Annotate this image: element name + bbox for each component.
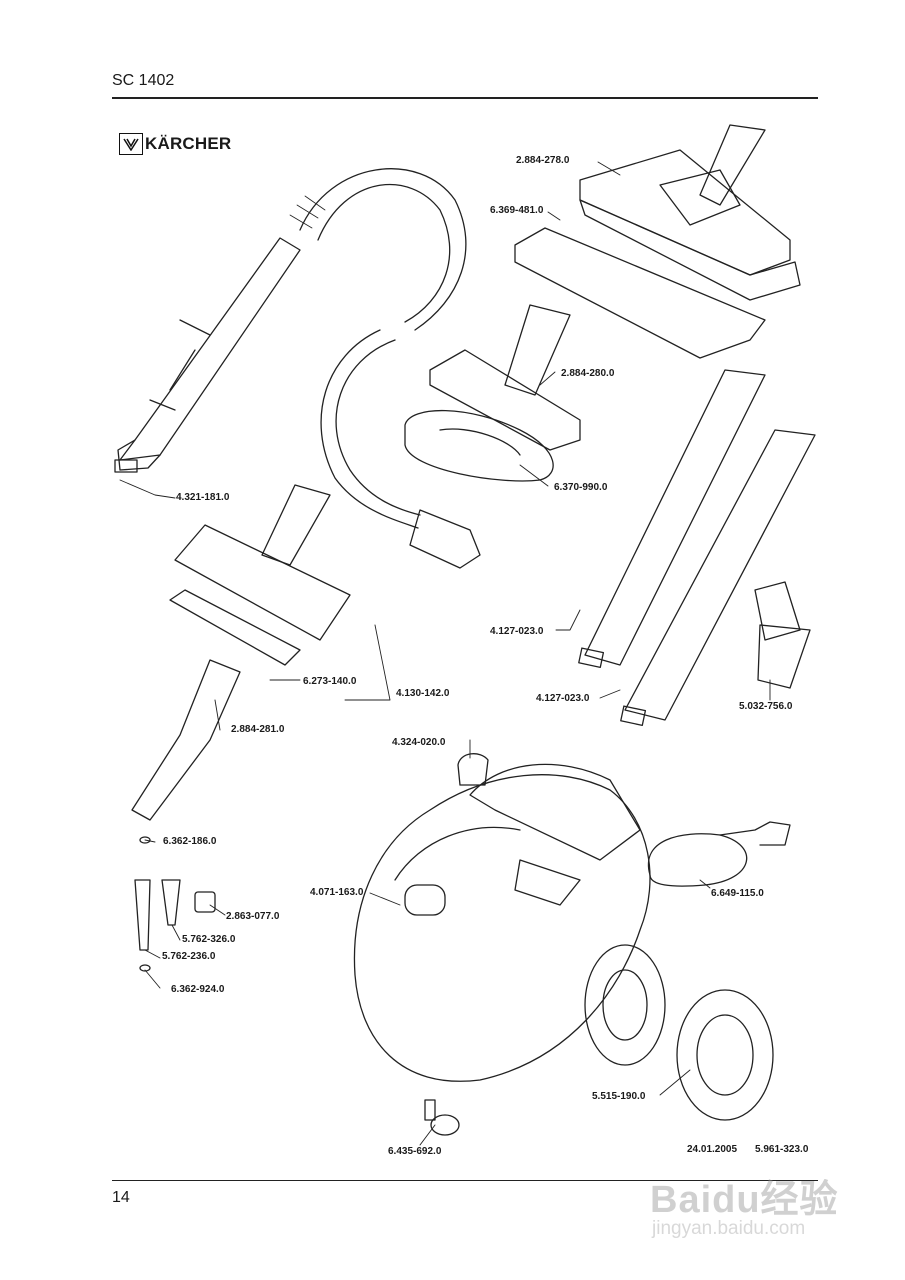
part-number-label: 5.032-756.0 [739,701,793,712]
part-number-label: 5.762-326.0 [182,934,236,945]
part-number-label: 6.435-692.0 [388,1146,442,1157]
castor-wheel [424,1099,460,1136]
steam-cleaner-body [353,763,651,1082]
part-number-label: 4.071-163.0 [310,887,364,898]
floor-cloth [514,227,766,359]
part-number-label: 2.884-278.0 [516,155,570,166]
part-number-label: 4.127-023.0 [536,693,590,704]
terry-cover [404,409,554,482]
steam-hose [289,168,481,569]
window-nozzle [169,484,351,666]
part-number-label: 5.762-236.0 [162,951,216,962]
part-number-label: 6.273-140.0 [303,676,357,687]
floor-nozzle [579,124,801,301]
page-number: 14 [112,1189,130,1206]
part-number-label: 4.127-023.0 [490,626,544,637]
part-number-label: 6.370-990.0 [554,482,608,493]
brand-logo: KÄRCHER [119,133,232,155]
hand-nozzle [429,304,581,451]
part-number-label: 5.515-190.0 [592,1091,646,1102]
footer-doc-number: 5.961-323.0 [755,1144,809,1155]
part-number-label: 2.884-281.0 [231,724,285,735]
power-cable [647,821,791,887]
part-number-label: 6.649-115.0 [711,888,764,899]
part-number-label: 4.324-020.0 [392,737,446,748]
steam-gun-handle [114,237,301,473]
model-title: SC 1402 [112,72,175,89]
safety-cap [457,753,489,786]
tube-bracket [754,581,811,689]
watermark-url: jingyan.baidu.com [652,1218,806,1239]
karcher-logo-icon [119,133,143,155]
part-number-label: 6.362-924.0 [171,984,225,995]
part-number-label: 4.321-181.0 [176,492,230,503]
watermark-brand: Baidu经验 [650,1179,839,1221]
round-brushes [134,836,216,972]
header-rule [112,97,818,99]
extension-tube-2 [620,429,816,726]
part-number-label: 6.362-186.0 [163,836,217,847]
part-number-label: 2.863-077.0 [226,911,280,922]
part-number-label: 6.369-481.0 [490,205,544,216]
part-number-label: 2.884-280.0 [561,368,615,379]
leader-lines [119,161,771,1146]
footer-rule [112,1180,818,1181]
extension-tube-1 [578,369,766,668]
detail-nozzle [131,659,241,821]
part-number-label: 4.130-142.0 [396,688,450,699]
brand-wordmark: KÄRCHER [145,134,232,153]
wheels [584,944,774,1121]
footer-date: 24.01.2005 [687,1144,738,1155]
